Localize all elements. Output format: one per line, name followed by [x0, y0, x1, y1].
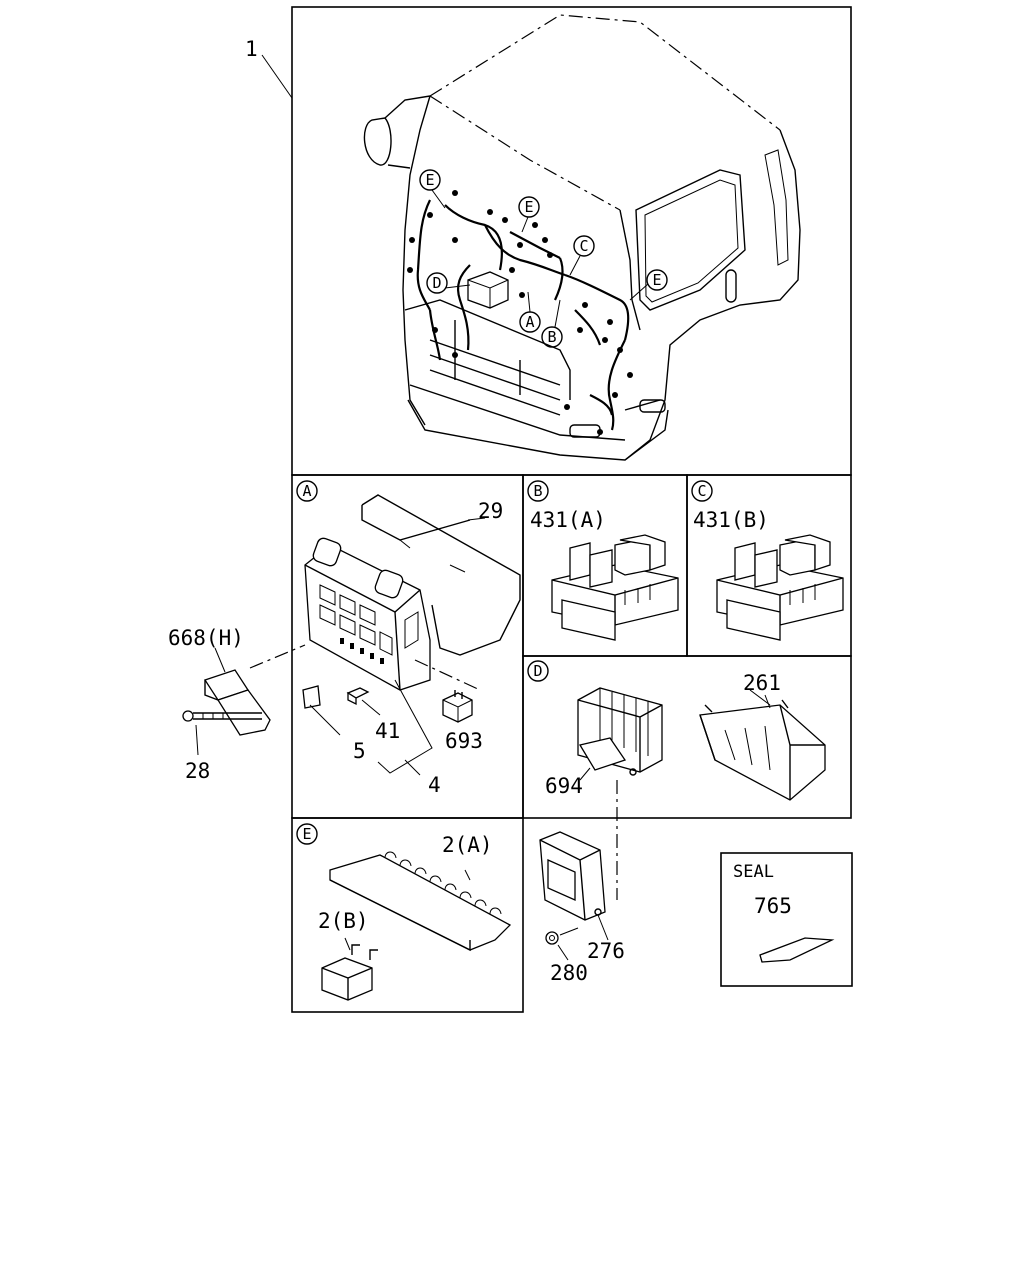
callout-1: 1 [245, 37, 258, 61]
panel-frames [291, 6, 853, 1013]
cover-leader [749, 689, 771, 706]
callout-276: 276 [587, 939, 625, 963]
callout-labels: 1 29 668(H) 28 41 5 4 693 431(A) 431(B) … [168, 37, 792, 985]
callout-280: 280 [550, 961, 588, 985]
fuse-box-drawing [182, 494, 521, 776]
seal-drawing [759, 937, 835, 963]
circle-a-cab: A [525, 313, 534, 331]
circled-letters: E E C E D A B A B C D E [296, 169, 713, 845]
assembly-leader [261, 54, 293, 99]
relay-block-a-drawing [551, 534, 679, 641]
callout-29: 29 [478, 499, 503, 523]
circle-e-right: E [652, 271, 661, 289]
callout-668h: 668(H) [168, 626, 244, 650]
panel-e-marker: E [302, 825, 311, 843]
circle-e-mid: E [524, 198, 533, 216]
callout-261: 261 [743, 671, 781, 695]
fuse-block-drawing [321, 851, 512, 1001]
callout-765: 765 [754, 894, 792, 918]
callout-41: 41 [375, 719, 400, 743]
circle-b-cab: B [547, 328, 556, 346]
callout-431b: 431(B) [693, 508, 769, 532]
cab-illustration [363, 14, 801, 461]
panel-b-marker: B [533, 482, 542, 500]
bracket-drawing [539, 831, 609, 961]
callout-693: 693 [445, 729, 483, 753]
callout-28: 28 [185, 759, 210, 783]
callout-2b: 2(B) [318, 909, 369, 933]
controller-drawing [577, 687, 663, 781]
circle-e-left: E [425, 171, 434, 189]
wiring-harness [407, 190, 633, 435]
callout-431a: 431(A) [530, 508, 606, 532]
panel-c-marker: C [697, 482, 706, 500]
cover-drawing [699, 694, 826, 801]
bracket-leader [214, 647, 226, 673]
relay-block-b-drawing [716, 534, 844, 641]
circle-d-cab: D [432, 274, 441, 292]
callout-694: 694 [545, 774, 583, 798]
seal-title: SEAL [733, 862, 774, 882]
seal-box [720, 852, 853, 987]
callout-2a: 2(A) [442, 833, 493, 857]
callout-4: 4 [428, 773, 441, 797]
circle-c-cab: C [579, 237, 588, 255]
panel-d-marker: D [533, 662, 542, 680]
panel-a-marker: A [302, 482, 311, 500]
callout-5: 5 [353, 739, 366, 763]
